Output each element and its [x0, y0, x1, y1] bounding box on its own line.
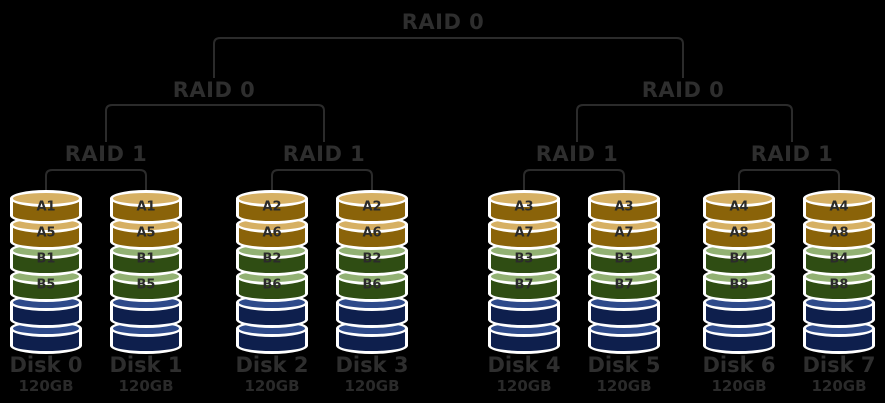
node-raid1-group-0: RAID 1	[64, 142, 148, 166]
platter-2: B3	[488, 242, 560, 276]
disk-size-label: 120GB	[118, 377, 174, 395]
disk-size-label: 120GB	[711, 377, 767, 395]
disk-size-label: 120GB	[496, 377, 552, 395]
platter-label: B2	[262, 251, 282, 267]
disk-name-label: Disk 6	[702, 353, 776, 377]
platter-0: A2	[236, 190, 308, 224]
platter-label: B1	[36, 251, 56, 267]
platter-label: B1	[136, 251, 156, 267]
platter-label: A4	[729, 199, 749, 215]
platter-label: B5	[36, 277, 56, 293]
platter-0: A1	[110, 190, 182, 224]
platter-label: A7	[514, 225, 534, 241]
platter-label: A3	[514, 199, 534, 215]
platter-4	[110, 294, 182, 328]
platter-label: A6	[362, 225, 382, 241]
platter-0: A3	[488, 190, 560, 224]
platter-label: B3	[514, 251, 534, 267]
disk-name-label: Disk 5	[587, 353, 661, 377]
platter-label: A4	[829, 199, 849, 215]
disk-name-label: Disk 7	[802, 353, 876, 377]
disk-name-label: Disk 0	[9, 353, 83, 377]
platter-3: B5	[10, 268, 82, 302]
platter-5	[336, 320, 408, 354]
platter-label: B8	[829, 277, 849, 293]
platter-label: A2	[262, 199, 282, 215]
disk-size-label: 120GB	[18, 377, 74, 395]
platter-label: A1	[36, 199, 56, 215]
disk-name-label: Disk 3	[335, 353, 409, 377]
platter-label: B2	[362, 251, 382, 267]
node-raid0-right: RAID 0	[641, 78, 725, 102]
platter-0: A2	[336, 190, 408, 224]
disk-size-label: 120GB	[596, 377, 652, 395]
platter-label: A5	[136, 225, 156, 241]
node-raid1-group-3: RAID 1	[750, 142, 834, 166]
platter-label: A3	[614, 199, 634, 215]
platter-label: A8	[829, 225, 849, 241]
platter-0: A1	[10, 190, 82, 224]
node-raid0-root: RAID 0	[401, 10, 485, 34]
platter-label: B4	[729, 251, 749, 267]
platter-4	[588, 294, 660, 328]
platter-label: B6	[362, 277, 382, 293]
platter-2: B2	[236, 242, 308, 276]
disk-name-label: Disk 4	[487, 353, 561, 377]
disk-size-label: 120GB	[244, 377, 300, 395]
disk-name-label: Disk 1	[109, 353, 183, 377]
platter-label: A5	[36, 225, 56, 241]
platter-label: A7	[614, 225, 634, 241]
platter-label: A6	[262, 225, 282, 241]
platter-label: B5	[136, 277, 156, 293]
disk-size-label: 120GB	[811, 377, 867, 395]
connector-left-raid0-bracket	[105, 104, 325, 142]
platter-label: B3	[614, 251, 634, 267]
connector-right-raid0-bracket	[576, 104, 793, 142]
platter-label: B4	[829, 251, 849, 267]
disk-size-label: 120GB	[344, 377, 400, 395]
connector-root-bracket	[213, 37, 684, 78]
platter-label: A1	[136, 199, 156, 215]
node-raid1-group-2: RAID 1	[535, 142, 619, 166]
platter-label: B6	[262, 277, 282, 293]
platter-0: A3	[588, 190, 660, 224]
node-raid0-left: RAID 0	[172, 78, 256, 102]
platter-label: A2	[362, 199, 382, 215]
platter-label: B8	[729, 277, 749, 293]
disk-name-label: Disk 2	[235, 353, 309, 377]
platter-2: B1	[10, 242, 82, 276]
platter-label: A8	[729, 225, 749, 241]
platter-0: A4	[803, 190, 875, 224]
platter-4	[336, 294, 408, 328]
platter-label: B7	[614, 277, 634, 293]
platter-label: B7	[514, 277, 534, 293]
platter-0: A4	[703, 190, 775, 224]
node-raid1-group-1: RAID 1	[282, 142, 366, 166]
